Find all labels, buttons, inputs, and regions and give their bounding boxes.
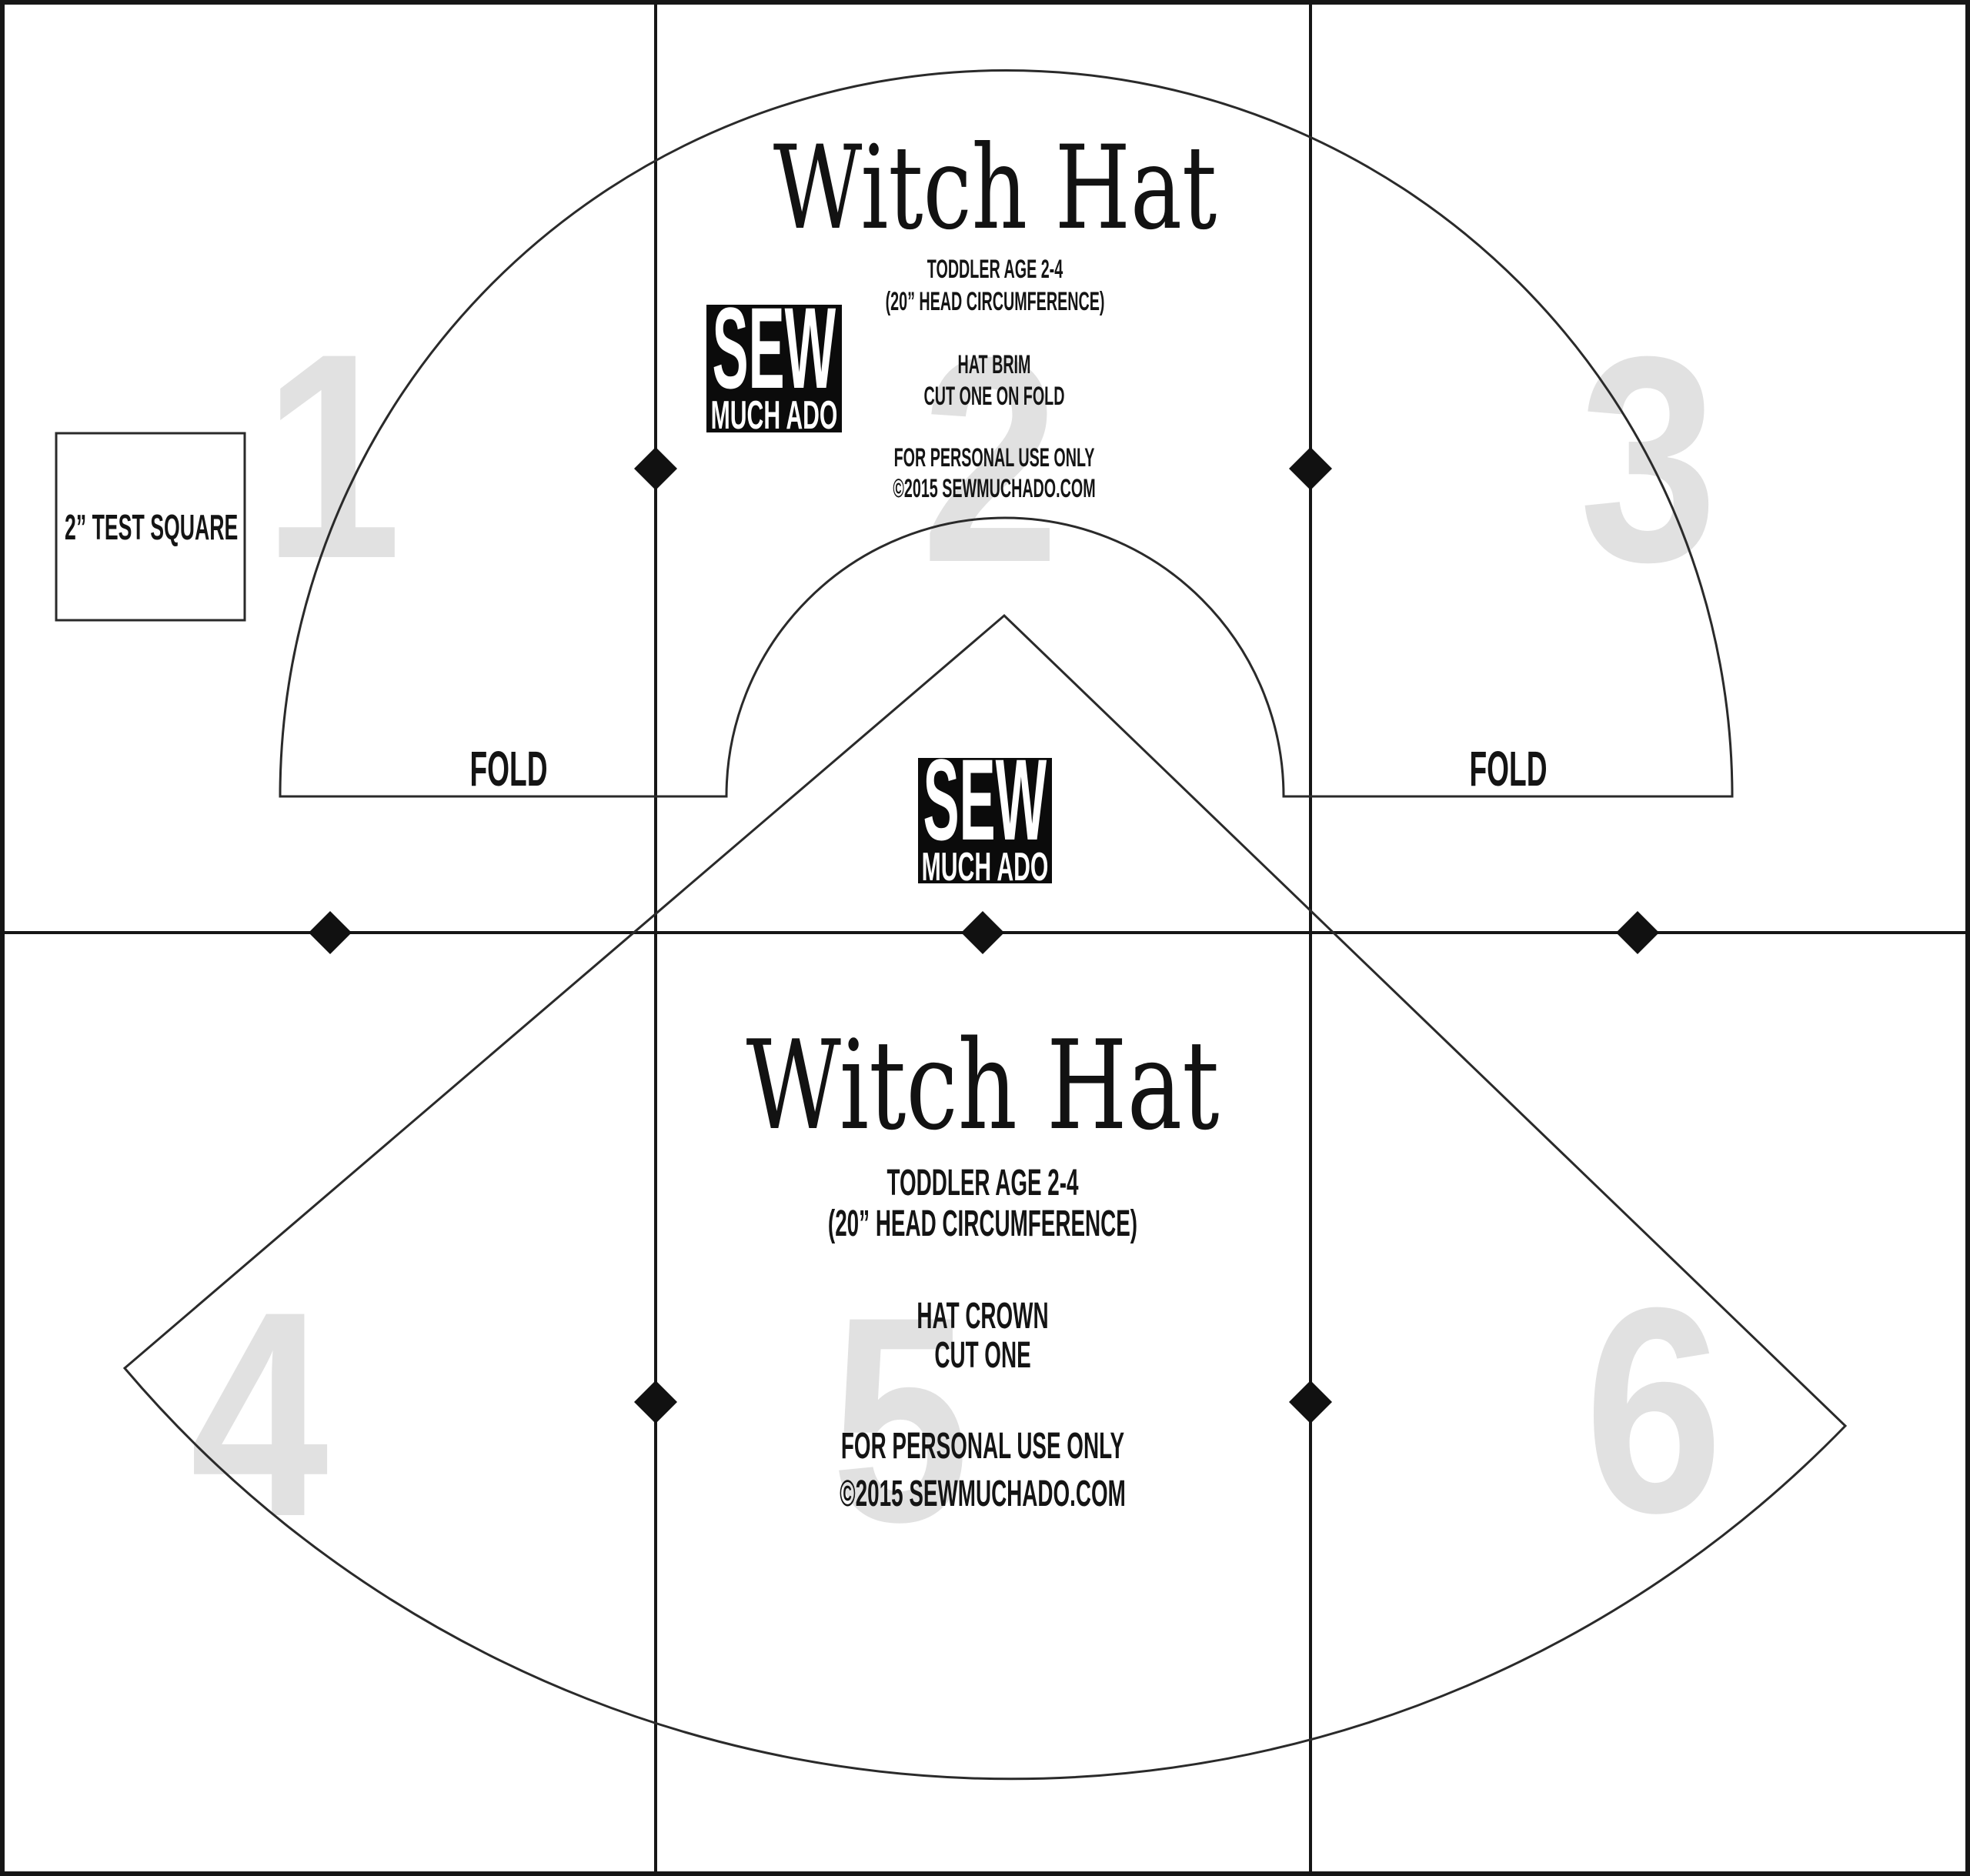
crown-size-line1: TODDLER AGE 2-4 (886, 1163, 1079, 1203)
registration-diamond-icon (961, 911, 1004, 954)
tile-number-4: 4 (190, 1250, 329, 1577)
brim-copyright: ©2015 SEWMUCHADO.COM (893, 474, 1096, 503)
registration-diamond-icon (1289, 447, 1332, 490)
tile-number-5: 5 (831, 1256, 970, 1583)
crown-use-note: FOR PERSONAL USE ONLY (840, 1426, 1125, 1467)
logo-sew-text: SEW (923, 758, 1047, 865)
hat-brim-outline (279, 69, 1734, 798)
registration-diamond-icon (634, 1380, 677, 1424)
registration-diamond-icon (1289, 1380, 1332, 1424)
logo-muchado-text: MUCH ADO (710, 392, 838, 432)
test-square-box (55, 432, 246, 622)
crown-title: Witch Hat (746, 1013, 1220, 1157)
tile-number-6: 6 (1584, 1247, 1723, 1574)
brim-title: Witch Hat (773, 122, 1217, 255)
sew-much-ado-logo: SEW MUCH ADO (918, 758, 1052, 883)
crown-size-line2: (20” HEAD CIRCUMFERENCE) (827, 1203, 1138, 1244)
brim-size-line1: TODDLER AGE 2-4 (927, 255, 1063, 284)
crown-piece-name: HAT CROWN (917, 1296, 1049, 1337)
sew-much-ado-logo: SEW MUCH ADO (706, 305, 842, 432)
registration-diamond-icon (309, 911, 352, 954)
fold-label-right: FOLD (1469, 741, 1548, 796)
tile-number-2: 2 (921, 296, 1060, 623)
logo-muchado-text: MUCH ADO (921, 845, 1049, 883)
fold-label-left: FOLD (469, 741, 548, 796)
crown-copyright: ©2015 SEWMUCHADO.COM (840, 1474, 1126, 1514)
brim-use-note: FOR PERSONAL USE ONLY (893, 443, 1095, 472)
brim-size-line2: (20” HEAD CIRCUMFERENCE) (885, 287, 1105, 316)
registration-diamond-icon (634, 447, 677, 490)
tile-number-1: 1 (263, 292, 402, 619)
brim-cut-instruction: CUT ONE ON FOLD (923, 382, 1065, 411)
registration-diamond-icon (1616, 911, 1659, 954)
brim-piece-name: HAT BRIM (957, 350, 1031, 379)
logo-sew-text: SEW (712, 305, 836, 412)
hat-crown-outline (122, 613, 1848, 1781)
test-square-label: 2” TEST SQUARE (65, 507, 239, 547)
crown-cut-instruction: CUT ONE (934, 1335, 1031, 1376)
